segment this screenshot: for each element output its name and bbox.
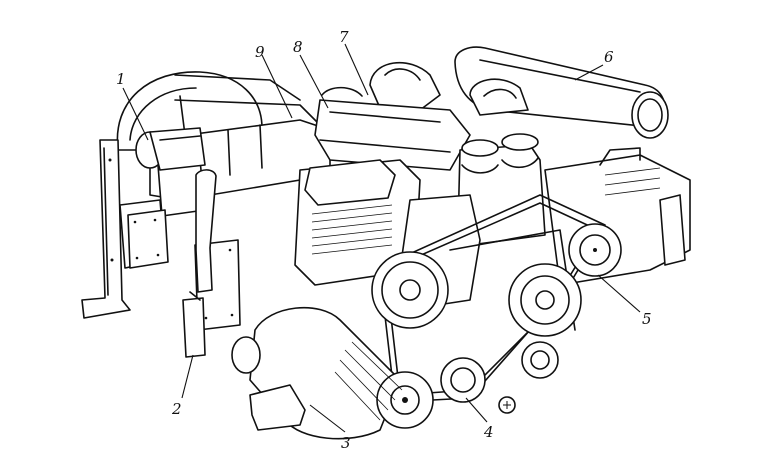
mounting-bracket <box>81 139 131 319</box>
callout-2: 2 <box>171 400 182 418</box>
cylinder-block <box>294 133 546 311</box>
oil-cooler-housing <box>119 159 241 331</box>
exhaust-manifold <box>369 61 529 116</box>
callout-labels: 1 2 3 4 5 6 7 8 9 <box>116 28 652 452</box>
breather-pipe <box>182 169 217 358</box>
callout-9: 9 <box>255 43 265 61</box>
belt-drive <box>371 194 622 414</box>
generator <box>231 306 434 440</box>
leader-lines <box>122 43 641 433</box>
callout-6: 6 <box>604 48 614 66</box>
callout-4: 4 <box>483 423 494 441</box>
callout-5: 5 <box>642 310 652 328</box>
callout-3: 3 <box>341 434 351 452</box>
callout-8: 8 <box>293 38 303 56</box>
fan-hub <box>135 127 206 171</box>
air-duct <box>314 86 471 171</box>
callout-1: 1 <box>116 70 126 88</box>
callout-7: 7 <box>339 28 349 46</box>
